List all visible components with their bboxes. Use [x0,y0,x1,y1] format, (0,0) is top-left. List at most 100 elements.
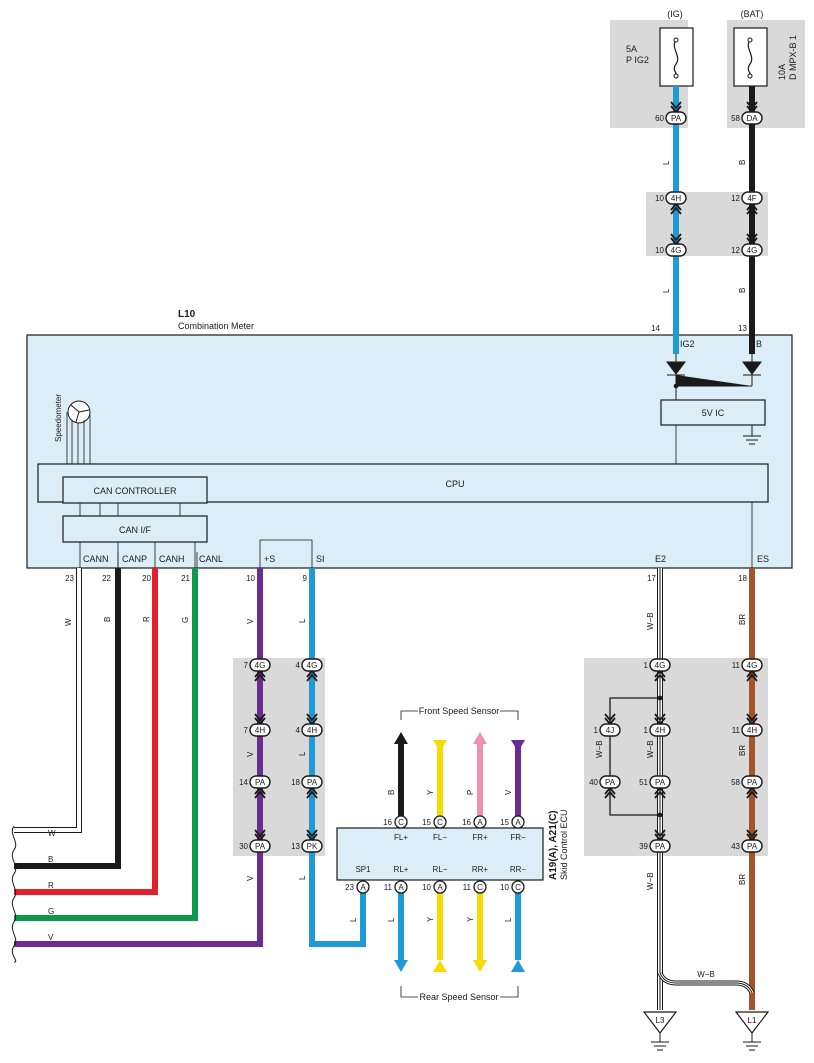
meter-name: Combination Meter [178,321,254,331]
conn-4g-10-code: 4G [671,246,682,255]
ecu-pin-fl-plus-pin: 16 [383,818,392,827]
conn-pa-39-code: PA [655,842,666,851]
pin-18: 18 [738,574,747,583]
conn-pa-18-pin: 18 [291,778,300,787]
ecu-term-fr-minus: FR− [510,833,526,842]
conn-4h-11-code: 4H [747,726,757,735]
rear-speed-sensor-label: Rear Speed Sensor [419,992,498,1002]
conn-pa-51-pin: 51 [639,778,648,787]
ecu-pin-fr-plus-pin: 16 [462,818,471,827]
ecu-pin-fl-plus-code: C [398,818,404,827]
wire-label-wb-4h: W−B [646,740,655,758]
conn-pa-14-code: PA [255,778,266,787]
ground-l3: L3 [642,1011,678,1051]
wire-label-canp: B [103,617,112,622]
wire-label-canl: G [181,617,190,623]
wire-label-si-2: L [298,751,307,756]
pin-20: 20 [142,574,151,583]
wire-canl [14,568,198,921]
arrow-fl-plus [394,732,408,744]
conn-pa-43-pin: 43 [731,842,740,851]
fuse-ig-name: P IG2 [626,55,649,65]
left-wire-label-w: W [48,829,56,838]
splice-dot-top [657,695,663,701]
wire-label-canh: R [142,616,151,622]
wire-label-fl-plus: B [387,790,396,795]
wire-canh [14,568,158,895]
ecu-pin-fr-plus-code: A [477,818,483,827]
ecu-term-fl-plus: FL+ [394,833,408,842]
wire-label-rl-minus: Y [426,916,435,922]
ecu-pin-rl-plus-pin: 11 [384,883,393,892]
wire-label-br-pa: BR [738,874,747,885]
term-ig2: IG2 [680,339,695,349]
ecu-pin-sp1: A23 [345,880,370,894]
ecu-pin-fr-minus-code: A [515,818,521,827]
diode-ig2 [666,354,752,400]
conn-4j-1-code: 4J [606,726,614,735]
conn-pa-58-code: PA [747,778,758,787]
ground-l3-label: L3 [656,1016,665,1025]
ecu-pin-fr-minus-pin: 15 [500,818,509,827]
conn-pa-18: PA 18 [291,775,323,799]
arrow-fr-minus [511,740,525,752]
conn-4h-7: 4H7 [244,713,271,737]
wire-label-fr-minus: V [504,789,513,795]
ecu-pin-rr-minus-code: C [515,883,521,892]
wire-label-rr-plus: Y [466,916,475,922]
conn-4h-1-code: 4H [655,726,665,735]
pin-22: 22 [102,574,111,583]
conn-4g-1: 4G 1 [644,658,671,682]
conn-4h-4: 4H4 [296,713,323,737]
can-if-block [62,515,208,543]
conn-da-58-code: DA [746,114,758,123]
meter-id: L10 [178,309,196,320]
conn-4g-4: 4G4 [296,658,323,682]
conn-4g-11-pin: 11 [732,661,741,670]
conn-4g-1-pin: 1 [644,661,649,670]
conn-4g-12-pin: 12 [731,246,740,255]
ecu-pin-rr-minus-pin: 10 [500,883,509,892]
fuse-bat-rating: 10A [777,64,787,80]
pin-14: 14 [651,324,660,333]
ecu-pin-sp1-code: A [360,883,366,892]
pin-21: 21 [181,574,190,583]
ecu-pin-rr-plus-code: C [477,883,483,892]
wire-label-bat-bottom: B [738,288,747,293]
conn-4g-7: 4G7 [244,658,271,682]
fuse-ig-source: (IG) [667,9,683,19]
term-canl: CANL [199,554,223,564]
ecu-term-fl-minus: FL− [433,833,447,842]
conn-da-58-pin: 58 [731,114,740,123]
conn-4h-10-code: 4H [671,194,681,203]
conn-pa-40-code: PA [605,778,616,787]
conn-pa-30-code: PA [255,842,266,851]
term-cann: CANN [83,554,109,564]
ecu-term-sp1: SP1 [355,865,371,874]
splice-dot-bottom [657,812,663,818]
wire-label-s-1: V [246,618,255,624]
wire-label-cann: W [64,618,73,626]
wire-label-sp1: L [349,917,358,922]
conn-4g-1-code: 4G [655,661,666,670]
pin-23: 23 [65,574,74,583]
ecu-pin-fr-minus: A 15 [500,815,525,829]
pin-9: 9 [303,574,308,583]
front-speed-sensor-label: Front Speed Sensor [419,706,500,716]
ground-l1-label: L1 [748,1016,757,1025]
wire-label-e2: W−B [646,612,655,630]
left-wire-label-b: B [48,855,53,864]
term-si: SI [316,554,325,564]
conn-pa-18-code: PA [307,778,318,787]
ecu-term-rl-minus: RL− [433,865,448,874]
wire-si [309,568,366,947]
